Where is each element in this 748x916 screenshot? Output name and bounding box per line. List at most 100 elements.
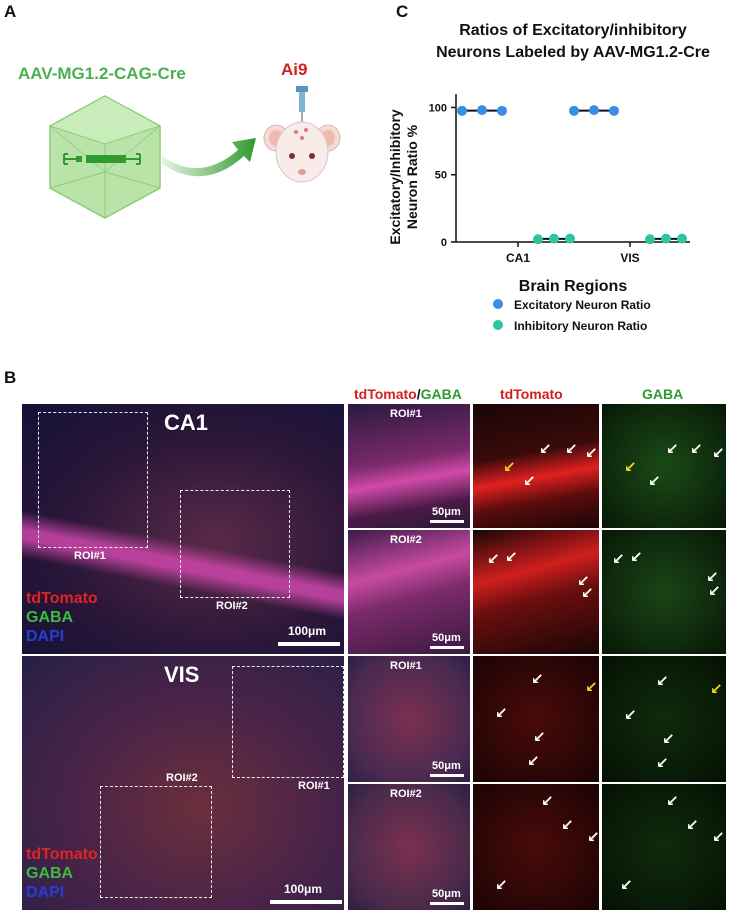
panel-c-letter: C [396, 2, 409, 21]
vector-label: AAV-MG1.2-CAG-Cre [18, 64, 186, 83]
arrow-icon: ↙ [666, 793, 679, 810]
arrow-icon: ↙ [541, 793, 554, 810]
ca1-roi2-gaba: ↙ ↙ ↙ ↙ [602, 530, 726, 654]
ca1-channel-dapi: DAPI [26, 628, 65, 645]
arrow-icon: ↙ [656, 673, 669, 690]
ca1-roi2-merge: ROI#2 50μm [348, 530, 470, 654]
ratio-chart: Excitatory/Inhibitory Neuron Ratio % 0 50… [387, 94, 690, 332]
ca1-roi2-box [180, 490, 290, 598]
arrow-icon: ↙ [612, 551, 625, 568]
vis-roi1-merge-scale-bar [430, 774, 464, 777]
mouse-label: Ai9 [281, 60, 308, 79]
ca1-roi1-merge: ROI#1 50μm [348, 404, 470, 528]
ca1-roi1-box [38, 412, 148, 548]
ca1-scale-label: 100μm [288, 624, 327, 638]
data-point [609, 105, 619, 116]
arrow-icon: ↙ [708, 583, 721, 600]
arrow-icon: ↙ [712, 829, 725, 846]
vis-roi2-merge-label: ROI#2 [390, 788, 422, 800]
arrow-icon: ↙ [495, 705, 508, 722]
vis-overview-image: VIS ROI#1 ROI#2 tdTomato GABA DAPI 100μm [22, 656, 344, 910]
arrow-icon: ↙ [585, 445, 598, 462]
arrow-icon: ↙ [539, 441, 552, 458]
ca1-roi1-gaba: ↙ ↙ ↙ ↙ ↙ [602, 404, 726, 528]
arrow-icon: ↙ [648, 473, 661, 490]
y-tick-label: 0 [441, 237, 447, 249]
y-tick-label: 50 [435, 170, 447, 182]
chart-title-line2: Neurons Labeled by AAV-MG1.2-Cre [436, 44, 710, 61]
col-head-merge: tdTomato/GABA [354, 386, 462, 402]
panel-a-letter: A [4, 2, 17, 21]
arrow-icon: ↙ [630, 549, 643, 566]
vis-roi1-box [232, 666, 344, 778]
arrow-icon: ↙ [565, 441, 578, 458]
panel-b-letter: B [4, 368, 17, 387]
arrow-icon: ↙ [505, 549, 518, 566]
vis-scale-label: 100μm [284, 882, 323, 896]
y-tick-label: 100 [429, 102, 447, 114]
arrow-icon: ↙ [662, 731, 675, 748]
vis-channel-gaba: GABA [26, 865, 74, 882]
col-head-gaba: GABA [642, 386, 684, 402]
data-point [477, 105, 487, 116]
arrow-icon: ↙ [620, 877, 633, 894]
arrow-icon: ↙ [656, 755, 669, 772]
arrow-icon: ↙ [495, 877, 508, 894]
injection-arrow [162, 138, 256, 177]
ca1-roi1-merge-label: ROI#1 [390, 408, 422, 420]
col-head-merge-red: tdTomato [354, 386, 417, 402]
data-point [457, 105, 467, 116]
vis-roi2-merge: ROI#2 50μm [348, 784, 470, 910]
ca1-roi1-tdtomato: ↙ ↙ ↙ ↙ ↙ [473, 404, 599, 528]
data-point [677, 233, 687, 244]
ca1-roi2-merge-label: ROI#2 [390, 534, 422, 546]
data-point [645, 234, 655, 245]
data-point [569, 105, 579, 116]
ca1-roi2-merge-scale-bar [430, 646, 464, 649]
ca1-overview-image: CA1 ROI#1 ROI#2 tdTomato GABA DAPI 100μm [22, 404, 344, 654]
vis-roi2-gaba: ↙ ↙ ↙ ↙ [602, 784, 726, 910]
ca1-title: CA1 [164, 410, 209, 435]
data-point [589, 105, 599, 116]
y-axis-label-line1: Excitatory/Inhibitory [387, 109, 403, 245]
arrow-icon: ↙ [712, 445, 725, 462]
aav-capsid-illustration [48, 95, 162, 219]
mouse-illustration [263, 86, 341, 183]
col-head-merge-green: GABA [420, 386, 462, 402]
ca1-roi2-merge-scale-label: 50μm [432, 632, 461, 644]
x-tick-label: VIS [620, 251, 639, 265]
ca1-roi2-tdtomato: ↙ ↙ ↙ ↙ [473, 530, 599, 654]
ca1-roi1-merge-scale-label: 50μm [432, 506, 461, 518]
arrow-icon: ↙ [581, 585, 594, 602]
legend-inhibitory: Inhibitory Neuron Ratio [514, 319, 647, 332]
arrow-icon: ↙ [666, 441, 679, 458]
arrow-icon: ↙ [533, 729, 546, 746]
vis-roi2-merge-scale-label: 50μm [432, 888, 461, 900]
arrow-icon: ↙ [624, 707, 637, 724]
arrow-icon: ↙ [531, 671, 544, 688]
col-head-merge-sep: / [416, 386, 421, 402]
arrow-icon: ↙ [585, 679, 598, 696]
vis-roi1-merge-label: ROI#1 [390, 660, 422, 672]
vis-roi1-merge: ROI#1 50μm [348, 656, 470, 782]
ca1-channel-tdtomato: tdTomato [26, 590, 98, 607]
vis-title: VIS [164, 662, 200, 687]
legend-marker-inhibitory [493, 320, 503, 330]
vis-roi1-tdtomato: ↙ ↙ ↙ ↙ ↙ [473, 656, 599, 782]
vis-roi1-gaba: ↙ ↙ ↙ ↙ ↙ [602, 656, 726, 782]
vis-roi1-label: ROI#1 [298, 780, 330, 792]
vis-roi2-tdtomato: ↙ ↙ ↙ ↙ [473, 784, 599, 910]
ca1-scale-bar [278, 642, 340, 646]
vis-roi2-box [100, 786, 212, 898]
chart-title-line1: Ratios of Excitatory/inhibitory [459, 22, 687, 39]
y-axis-label-line2: Neuron Ratio % [404, 124, 420, 229]
arrow-icon: ↙ [686, 817, 699, 834]
data-point [661, 233, 671, 244]
chart-title: Ratios of Excitatory/inhibitory Neurons … [398, 20, 748, 64]
arrow-icon: ↙ [487, 551, 500, 568]
vis-scale-bar [270, 900, 342, 904]
vis-roi2-label: ROI#2 [166, 772, 198, 784]
data-point [565, 233, 575, 244]
ca1-channel-gaba: GABA [26, 609, 74, 626]
data-point [533, 234, 543, 245]
